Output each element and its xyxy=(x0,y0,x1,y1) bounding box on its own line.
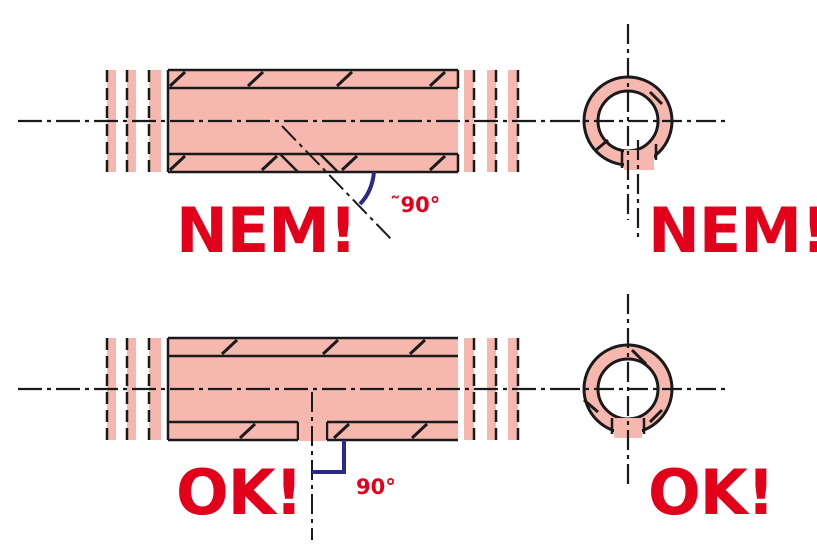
angle-arc-approx xyxy=(358,171,376,206)
right-angle-mark xyxy=(312,440,346,474)
wrong-example: ˜90° NEM! NEM! xyxy=(18,24,817,267)
verdict-ok: OK! xyxy=(176,456,302,529)
end-view-wrong xyxy=(560,24,725,240)
end-view-ok xyxy=(560,294,725,488)
verdict-ok-side: OK! xyxy=(648,456,774,529)
slanted-cut-line xyxy=(281,125,393,241)
verdict-wrong: NEM! xyxy=(176,194,356,267)
angle-label-right: 90° xyxy=(356,475,396,499)
verdict-wrong-side: NEM! xyxy=(648,194,817,267)
angle-label-approx: ˜90° xyxy=(390,193,440,217)
correct-example: 90° OK! OK! xyxy=(18,294,775,540)
